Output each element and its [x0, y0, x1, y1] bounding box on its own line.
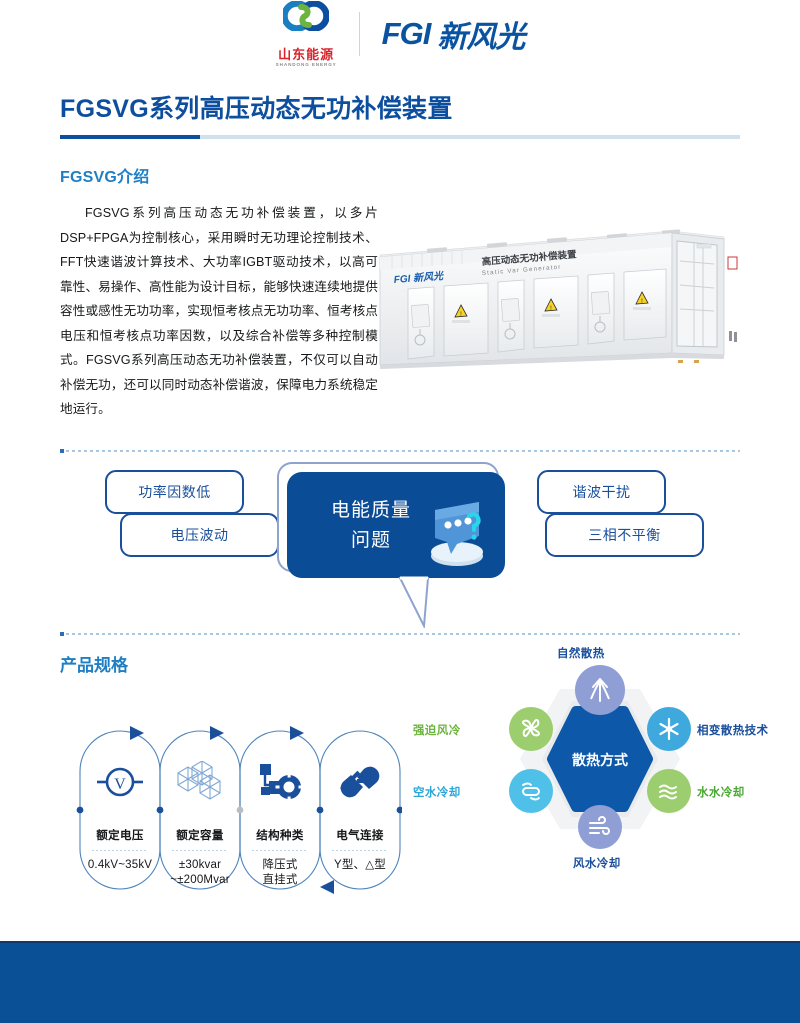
capacity-cubes-icon: [161, 745, 239, 819]
problem-callout-label: 电压波动: [170, 526, 229, 543]
header-logo-divider: [358, 12, 360, 56]
spec-separator: [332, 849, 388, 851]
cooling-label-bottom-right: 水水冷却: [697, 786, 745, 799]
forced-air-icon: [521, 718, 541, 737]
svg-text:!: !: [641, 299, 643, 305]
page-title-block: FGSVG系列高压动态无功补偿装置: [60, 94, 740, 139]
problem-callout-label: 谐波干扰: [572, 483, 631, 500]
intro-row: FGSVG系列高压动态无功补偿装置，以多片DSP+FPGA为控制核心，采用瞬时无…: [60, 201, 740, 422]
spec-value: 0.4kV~35kV: [87, 858, 153, 871]
problem-callout-label: 三相不平衡: [588, 526, 661, 543]
air-water-icon: [589, 815, 610, 835]
cooling-label-top: 自然散热: [557, 647, 605, 660]
problem-center-tail-icon: [398, 576, 430, 628]
cooling-label-bottom-left: 空水冷却: [413, 786, 461, 799]
plug-connector-icon: [321, 745, 399, 819]
natural-cooling-icon: [590, 677, 610, 702]
speech-bubble-3d-icon: [417, 492, 497, 572]
cooling-node-bottom-left: [509, 768, 553, 813]
divider-intro-problem: [60, 448, 740, 453]
spec-value: 降压式 直挂式: [262, 858, 298, 886]
page-footer-bar: [0, 941, 800, 1023]
divider-problem-specs: [60, 631, 740, 636]
problem-callout-label: 功率因数低: [138, 483, 211, 500]
spec-item-2: 结构种类 降压式 直挂式: [241, 709, 319, 909]
structure-gear-icon: [241, 745, 319, 819]
cooling-node-top-left: [509, 706, 553, 751]
cooling-label-top-right: 相变散热技术: [697, 724, 769, 737]
spec-item-3: 电气连接 Y型、△型: [321, 709, 399, 909]
shandong-logo-cn: 山东能源: [278, 46, 335, 62]
shandong-logo-en: SHANDONG ENERGY: [275, 61, 337, 67]
problem-center-card: 电能质量 问题: [287, 471, 505, 578]
problem-callout-left-1: 功率因数低: [105, 469, 244, 514]
spec-title: 结构种类: [256, 829, 304, 842]
intro-heading: FGSVG介绍: [60, 169, 150, 186]
svg-text:FGI 新风光: FGI 新风光: [393, 270, 444, 286]
cooling-node-top: [575, 664, 625, 715]
spec-title: 额定容量: [176, 829, 224, 842]
spec-item-1: 额定容量 ±30kvar ~±200Mvar: [161, 709, 239, 909]
svg-text:V: V: [114, 776, 126, 793]
specs-heading: 产品规格: [60, 655, 128, 675]
product-photo-container-svg: FGI 新风光 高压动态无功补偿装置 Static Var Generator: [372, 213, 747, 383]
cooling-center-text: 散热方式: [572, 752, 628, 768]
fgi-logo: FGI 新风光: [381, 12, 526, 56]
shandong-energy-logo: 山东能源 SHANDONG ENERGY: [275, 0, 337, 68]
spec-title: 电气连接: [336, 829, 384, 842]
intro-paragraph: FGSVG系列高压动态无功补偿装置，以多片DSP+FPGA为控制核心，采用瞬时无…: [60, 206, 378, 416]
problem-center-line2: 问题: [350, 529, 391, 551]
cooling-hexagon-diagram: 散热方式 自然散热: [400, 639, 800, 924]
spec-separator: [172, 849, 228, 851]
shandong-energy-mark-icon: [281, 0, 330, 47]
spec-value: Y型、△型: [333, 858, 386, 871]
cooling-label-bottom: 风水冷却: [573, 857, 621, 870]
page-header: 山东能源 SHANDONG ENERGY FGI 新风光: [0, 0, 800, 68]
svg-text:!: !: [550, 306, 552, 312]
product-specs-section: 产品规格: [0, 637, 800, 927]
spec-value: ±30kvar ~±200Mvar: [170, 858, 230, 886]
title-underline: [60, 135, 740, 139]
spec-item-0: V 额定电压 0.4kV~35kV: [81, 709, 159, 909]
page-title: FGSVG系列高压动态无功补偿装置: [60, 95, 453, 123]
svg-text:!: !: [460, 312, 462, 318]
problem-callout-right-2: 三相不平衡: [545, 512, 704, 557]
problem-callout-left-2: 电压波动: [120, 512, 279, 557]
spec-separator: [252, 849, 308, 851]
spec-separator: [92, 849, 148, 851]
problem-center-line1: 电能质量: [330, 499, 411, 521]
water-water-icon: [659, 784, 677, 799]
spec-title: 额定电压: [96, 829, 144, 842]
power-quality-problem-diagram: 功率因数低 电压波动 电能质量 问题: [0, 458, 800, 633]
cooling-node-bottom-right: [647, 768, 691, 813]
problem-center-label: 电能质量 问题: [311, 496, 431, 556]
fgi-logo-cn: 新风光: [437, 21, 525, 54]
cooling-node-top-right: [647, 706, 691, 751]
fgi-logo-en: FGI: [381, 16, 432, 51]
air-water-cool-icon: [522, 782, 540, 800]
spec-capsule-group: V 额定电压 0.4kV~35kV: [62, 709, 402, 909]
problem-callout-right-1: 谐波干扰: [537, 469, 666, 514]
voltmeter-icon: V: [81, 745, 159, 819]
cooling-node-bottom: [578, 804, 622, 849]
cooling-label-top-left: 强迫风冷: [413, 724, 461, 737]
phase-change-icon: [659, 717, 679, 740]
